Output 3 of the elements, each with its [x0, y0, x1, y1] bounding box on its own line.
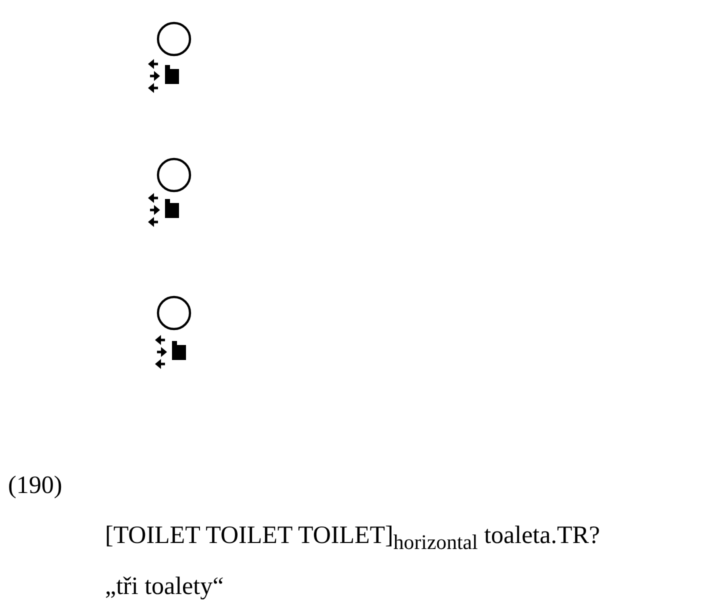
example-number: (190): [8, 472, 62, 500]
gloss-line: [TOILET TOILET TOILET]$_{horizontal}$ toaleta.TR?: [105, 522, 600, 554]
translation-line: „tři toalety“: [105, 573, 224, 600]
